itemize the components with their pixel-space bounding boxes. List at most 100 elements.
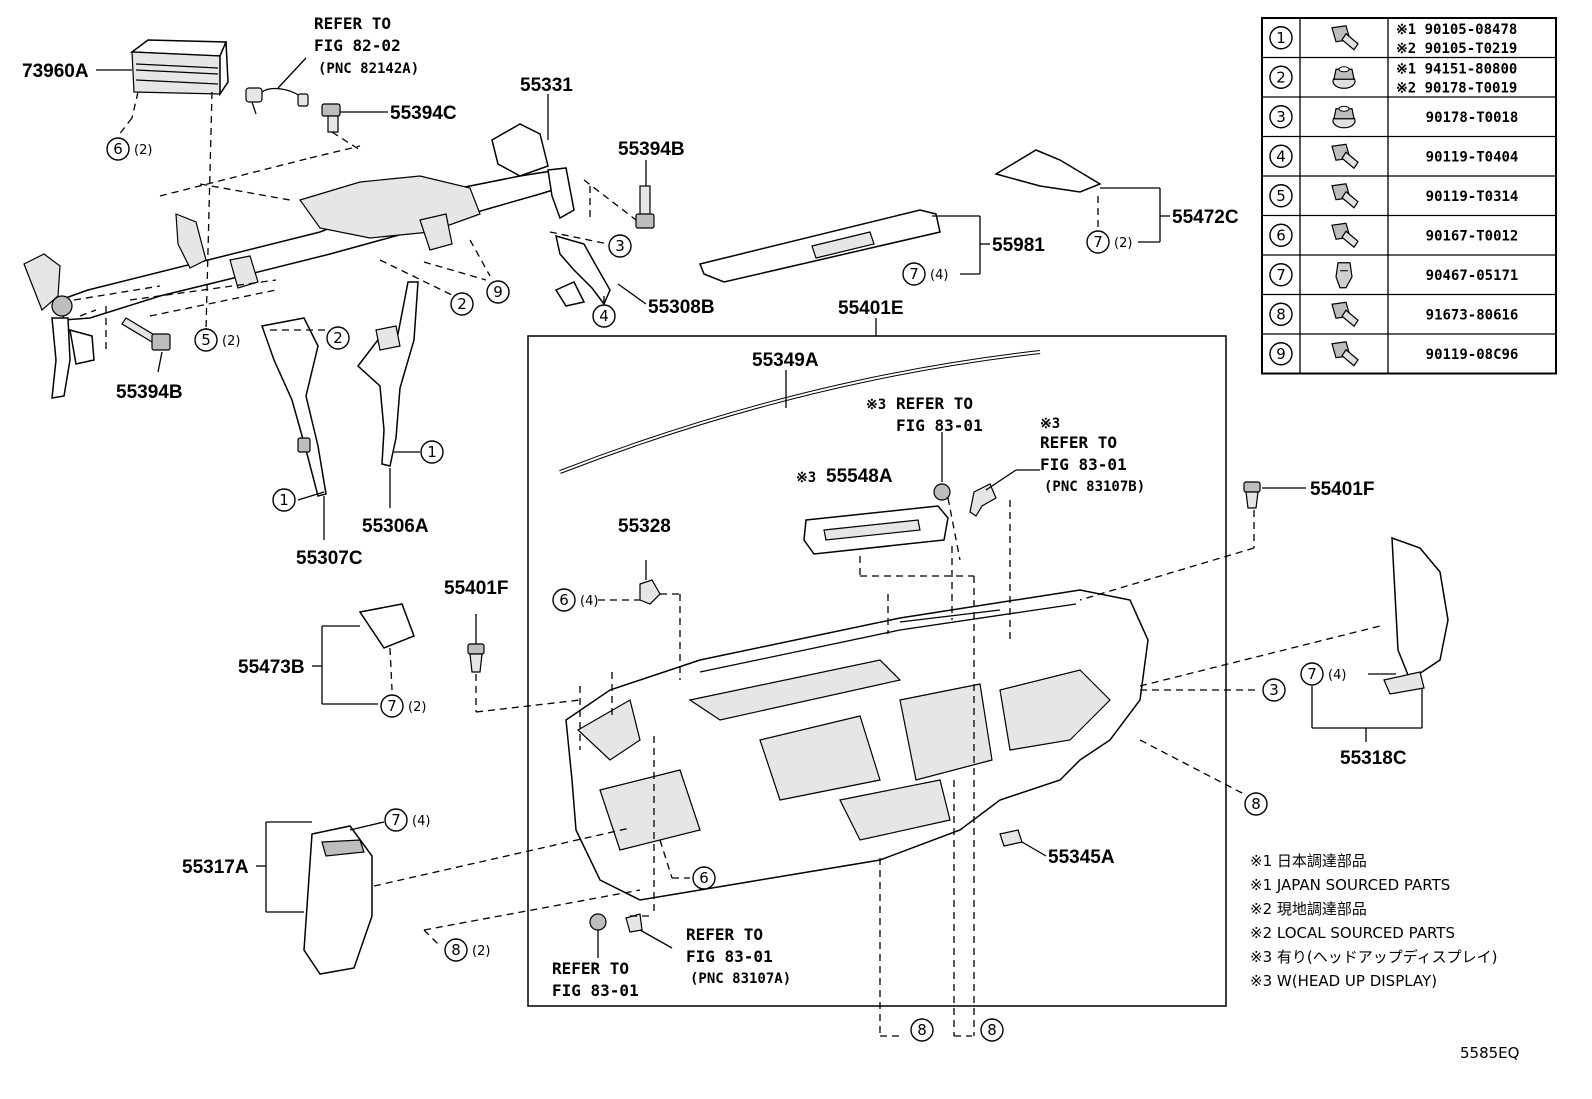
svg-text:7: 7 (391, 811, 401, 829)
callout-7-55981: 7 (4) (902, 262, 948, 286)
label-55328: 55328 (618, 516, 671, 537)
callout-8-bottom-2: 8 (980, 1018, 1004, 1042)
row-number: 5 (1276, 187, 1286, 205)
mark-3-refer-a: ※3 (866, 397, 886, 413)
svg-text:(4): (4) (412, 814, 430, 829)
row-number-circle (1269, 26, 1293, 50)
mark-3-55548A: ※3 (796, 470, 816, 486)
row-part-number: 90119-08C96 (1426, 347, 1519, 363)
part-55394B-bolt-top (635, 185, 655, 229)
row-part-number: 91673-80616 (1426, 307, 1519, 323)
row-number-circle (1269, 65, 1293, 89)
note-2: ※1 JAPAN SOURCED PARTS (1250, 876, 1450, 894)
svg-text:8: 8 (451, 941, 461, 959)
label-55981: 55981 (992, 235, 1045, 256)
svg-text:3: 3 (615, 237, 625, 255)
part-55308B-bracket (554, 234, 611, 307)
callout-1-a: 1 (420, 440, 444, 464)
svg-text:3: 3 (1269, 681, 1279, 699)
label-55318C: 55318C (1340, 748, 1407, 769)
label-55331: 55331 (520, 75, 573, 96)
svg-text:2: 2 (457, 295, 467, 313)
label-55401F-left: 55401F (444, 578, 508, 599)
callout-8-right: 8 (1244, 792, 1268, 816)
callout-2-a: 2 (326, 326, 350, 350)
hex-flange-bolt-icon (1331, 301, 1359, 328)
callout-6-bottom: 6 (692, 866, 716, 890)
label-55472C: 55472C (1172, 207, 1239, 228)
label-55401F-right: 55401F (1310, 479, 1374, 500)
row-part-number: ※1 94151-80800 (1396, 61, 1517, 77)
svg-text:8: 8 (917, 1021, 927, 1039)
callout-7-55318C: 7 (4) (1300, 662, 1346, 686)
hex-flange-bolt-icon (1331, 222, 1359, 249)
note-6: ※3 W(HEAD UP DISPLAY) (1250, 972, 1437, 990)
refer-fig83d-line2: FIG 83-01 (552, 981, 639, 1000)
refer-fig83c-line1: REFER TO (686, 925, 763, 944)
part-55401E-instrument-panel (565, 589, 1149, 901)
row-number: 8 (1276, 305, 1286, 323)
svg-text:(2): (2) (472, 944, 490, 959)
refer-fig82-line2: FIG 82-02 (314, 36, 401, 55)
svg-text:7: 7 (387, 697, 397, 715)
svg-text:1: 1 (427, 443, 437, 461)
label-55345A: 55345A (1048, 847, 1115, 868)
part-55401F-clip-left (467, 643, 485, 673)
refer-fig83a-line2: FIG 83-01 (896, 416, 983, 435)
note-5: ※3 有り(ヘッドアップディスプレイ) (1250, 948, 1498, 966)
mark-3-refer-b: ※3 (1040, 416, 1060, 432)
row-part-number: 90119-T0314 (1426, 189, 1519, 205)
label-55306A: 55306A (362, 516, 429, 537)
svg-text:(4): (4) (1328, 668, 1346, 683)
label-55394B-top: 55394B (618, 139, 685, 160)
svg-text:1: 1 (279, 491, 289, 509)
note-1: ※1 日本調達部品 (1250, 852, 1367, 870)
label-55473B: 55473B (238, 657, 305, 678)
row-number: 4 (1276, 147, 1286, 165)
row-part-number: 90178-T0018 (1426, 110, 1519, 126)
refer-fig83b-line3: (PNC 83107B) (1044, 479, 1145, 495)
row-part-number: 90467-05171 (1426, 268, 1519, 284)
svg-text:7: 7 (1093, 233, 1103, 251)
callout-8-bottom-1: 8 (910, 1018, 934, 1042)
label-73960A: 73960A (22, 61, 89, 82)
note-4: ※2 LOCAL SOURCED PARTS (1250, 924, 1455, 942)
row-number: 7 (1276, 266, 1286, 284)
row-part-number: 90167-T0012 (1426, 228, 1519, 244)
svg-text:(2): (2) (1114, 236, 1132, 251)
svg-text:8: 8 (1251, 795, 1261, 813)
row-part-number: ※2 90105-T0219 (1396, 41, 1517, 57)
row-number-circle (1269, 144, 1293, 168)
clip-icon (1335, 262, 1353, 289)
svg-text:6: 6 (699, 869, 709, 887)
label-55401E: 55401E (838, 298, 904, 319)
part-55307C-brace (261, 317, 327, 497)
svg-text:7: 7 (909, 265, 919, 283)
svg-text:5: 5 (201, 331, 211, 349)
part-73960A-module (129, 39, 229, 97)
part-wire-connector (245, 87, 309, 115)
part-55318C-side-cover (1383, 536, 1449, 695)
part-55981-panel (698, 209, 941, 283)
label-55307C: 55307C (296, 548, 363, 569)
callout-4: 4 (592, 304, 616, 328)
part-55306A-brace (356, 281, 419, 467)
refer-fig83d-line1: REFER TO (552, 959, 629, 978)
callout-8-left: 8 (2) (444, 938, 490, 962)
row-number-circle (1269, 184, 1293, 208)
refer-fig83b-line1: REFER TO (1040, 433, 1117, 452)
leader-lines (73, 57, 1423, 1037)
notes: ※1 日本調達部品 ※1 JAPAN SOURCED PARTS ※2 現地調達… (1250, 852, 1498, 990)
hex-flange-bolt-icon (1331, 143, 1359, 170)
row-number: 3 (1276, 108, 1286, 126)
table-row: 3 90178-T0018 (1269, 105, 1519, 129)
label-55317A: 55317A (182, 857, 249, 878)
callout-7-55317A: 7 (4) (384, 808, 430, 832)
svg-text:6: 6 (113, 140, 123, 158)
hex-flange-nut-icon (1332, 66, 1356, 89)
assembly-box-55401E (527, 335, 1227, 1007)
svg-text:(4): (4) (580, 594, 598, 609)
refer-fig82-line3: (PNC 82142A) (318, 61, 419, 77)
